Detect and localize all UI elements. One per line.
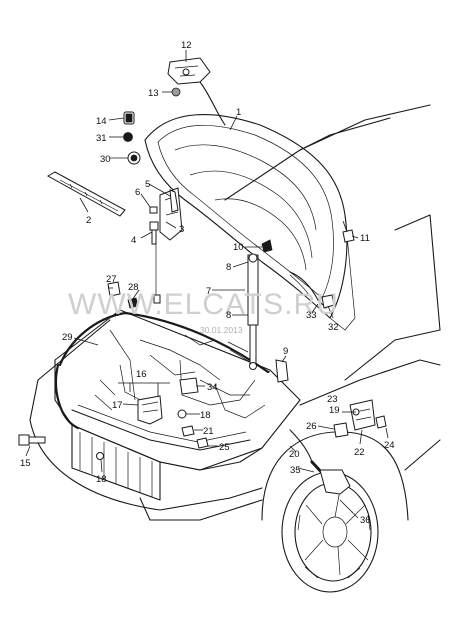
callout-1: 1	[236, 107, 241, 118]
hood-panel	[144, 113, 356, 331]
lock-carrier-inner	[77, 404, 247, 443]
latch-link	[199, 81, 226, 126]
screw-part-18b	[96, 452, 104, 460]
callout-17: 17	[112, 400, 123, 411]
bolt-part-4	[149, 221, 159, 245]
callout-26: 26	[306, 421, 317, 432]
callout-18-a: 18	[200, 410, 211, 421]
hood-rib-1	[174, 144, 317, 231]
clip-part-13	[171, 87, 181, 97]
headlamp-right-edge	[159, 447, 263, 471]
fender-rear-line	[404, 439, 441, 471]
callout-4: 4	[131, 235, 136, 246]
callout-22: 22	[354, 447, 365, 458]
headlamp-left-edge	[29, 319, 111, 421]
nut-part-6	[149, 206, 158, 214]
callout-35: 35	[290, 465, 301, 476]
callout-8-upper: 8	[226, 262, 231, 273]
hood-rib-2	[189, 170, 313, 259]
callout-25: 25	[219, 442, 230, 453]
clip-part-24	[375, 415, 387, 429]
callout-16: 16	[136, 369, 147, 380]
bolt-part-15	[18, 434, 46, 446]
gas-strut-part-8	[247, 253, 259, 370]
hood-inner-frame	[157, 124, 334, 299]
callout-labels: 1 2 3 4 5 6 7 8 8 9 10 11 12 13 14 15 16…	[20, 40, 395, 526]
lock-carrier	[71, 409, 251, 451]
bay-seal-left	[54, 363, 80, 430]
clip-part-27	[107, 281, 121, 297]
seal-strip-texture	[59, 179, 119, 212]
callout-15: 15	[20, 458, 31, 469]
hood-lock-part-17	[137, 395, 163, 425]
callout-5: 5	[145, 179, 150, 190]
callout-19: 19	[329, 405, 340, 416]
latch-part-12	[167, 57, 211, 85]
screw-part-18a	[177, 409, 187, 419]
pad-part-32	[321, 294, 335, 309]
ball-stud-part-10	[261, 239, 273, 253]
leader-lines	[25, 50, 389, 519]
grommet-part-30	[127, 151, 141, 165]
callout-13: 13	[148, 88, 159, 99]
callout-31: 31	[96, 133, 107, 144]
rubber-stop-part-11	[342, 229, 355, 243]
cowl-line	[344, 329, 441, 381]
callout-20: 20	[289, 449, 300, 460]
hinge-base	[153, 294, 161, 304]
engine-bay-interior	[94, 329, 271, 419]
bumper-bottom	[139, 497, 263, 521]
hood-latch-slot	[289, 274, 313, 301]
callout-3: 3	[179, 224, 184, 235]
callout-32: 32	[328, 322, 339, 333]
prop-holder-part-9	[275, 359, 289, 383]
release-cable-part-20	[289, 429, 313, 463]
callout-24: 24	[384, 440, 395, 451]
watermark-date: 30.01.2013	[200, 325, 243, 335]
callout-2: 2	[86, 215, 91, 226]
release-handle-part-36	[319, 469, 351, 495]
cable-guide-part-22	[349, 399, 376, 431]
clip-part-21	[181, 425, 195, 437]
callout-8-lower: 8	[226, 310, 231, 321]
callout-14: 14	[96, 116, 107, 127]
hook-part-33	[289, 271, 327, 309]
callout-36: 36	[360, 515, 371, 526]
radiator-grille	[71, 424, 161, 501]
watermark-text: WWW.ELCATS.RU	[68, 288, 339, 321]
callout-9: 9	[283, 346, 288, 357]
hinge-bracket-part-5	[169, 189, 179, 213]
car-body	[29, 104, 441, 593]
callout-10: 10	[233, 242, 244, 253]
roof-line	[224, 104, 431, 201]
callout-30: 30	[100, 154, 111, 165]
callout-12: 12	[181, 40, 192, 51]
callout-29: 29	[62, 332, 73, 343]
buffer-part-31	[123, 132, 133, 142]
hood-front-edge	[329, 214, 356, 331]
grommet-part-26	[333, 422, 349, 438]
bay-seal-part-29	[58, 311, 270, 374]
callout-33: 33	[306, 310, 317, 321]
callout-34: 34	[207, 382, 218, 393]
windshield-top	[299, 117, 391, 151]
callout-18-b: 18	[96, 474, 107, 485]
bracket-part-34	[179, 377, 199, 395]
callout-21: 21	[203, 426, 214, 437]
buffer-part-14	[123, 111, 135, 125]
fender-top	[299, 359, 441, 406]
callout-28: 28	[128, 282, 139, 293]
callout-11: 11	[360, 233, 370, 244]
callout-6: 6	[135, 187, 140, 198]
clip-part-25	[196, 437, 209, 449]
callout-23: 23	[327, 394, 338, 405]
hood-rib-3	[214, 198, 307, 271]
callout-7: 7	[206, 286, 211, 297]
callout-27: 27	[106, 274, 117, 285]
a-pillar	[394, 214, 441, 331]
hood-outline	[144, 113, 348, 319]
